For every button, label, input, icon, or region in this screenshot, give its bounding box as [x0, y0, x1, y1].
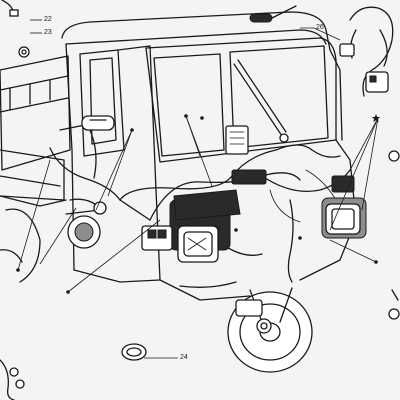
bulb-part: [249, 5, 297, 23]
bottom-left-parts: [0, 359, 25, 400]
callout-26: 26: [316, 24, 324, 31]
switch-assembly: [339, 6, 394, 97]
windshield-wiper: [233, 59, 289, 143]
rear-wheel: [0, 208, 41, 283]
front-wheel: [227, 287, 313, 373]
battery-pack: [141, 225, 173, 251]
left-headlamp: [169, 189, 241, 263]
callout-24: 24: [180, 354, 188, 361]
side-mirror: [81, 115, 115, 131]
callout-22: 22: [44, 16, 52, 23]
grommet-parts: [1, 0, 30, 58]
callout-23: 23: [44, 29, 52, 36]
cable-clamp: [121, 343, 147, 361]
relay-block: [225, 125, 267, 185]
cab-body: [61, 11, 357, 301]
right-headlamp: [321, 175, 367, 239]
cargo-bed: [0, 55, 71, 207]
leader-lines: [16, 19, 381, 359]
right-edge-parts: [388, 150, 400, 320]
alternator: [65, 198, 107, 249]
